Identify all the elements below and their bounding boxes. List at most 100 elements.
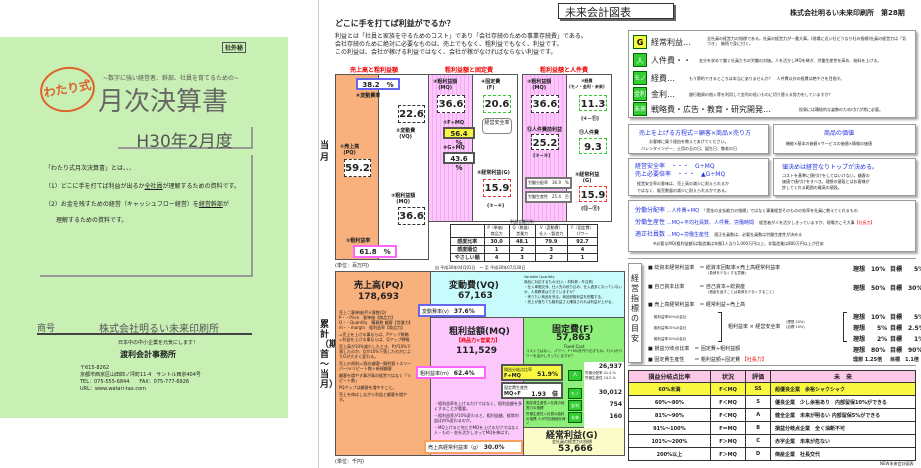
- box-text: 経営安全率の意味は、売上高の減少に耐えられるか: [637, 181, 729, 186]
- labor-value: 9.3: [579, 138, 607, 154]
- bep-value: 51.9%: [537, 371, 558, 378]
- slogan: 日本中の中小企業を元気にします！: [118, 340, 199, 346]
- future-icon: 未来: [633, 102, 647, 116]
- note: ・売りたい商品を売る。商品別粗利益を把握する。: [524, 295, 605, 299]
- safety-ratio-box: 経営安全率 ・・・ G÷MQ 売上必要倍率 ・・・ ▲G÷MQ 経営安全率の意味…: [628, 158, 769, 196]
- g-label: 経常利益(G): [546, 431, 598, 441]
- header: P（単価） 商品力: [483, 224, 510, 238]
- labor-subs: 労働分配率 41.4 %労働生産性 24.2 %: [585, 371, 616, 381]
- ind-tag: 【社長力】: [741, 357, 767, 363]
- cell: 1: [566, 253, 599, 262]
- bep-label: 損益分岐点比率: [504, 367, 532, 372]
- cumulative-chart: 売上高(PQ) 178,693 売上＝客単価(P)×客数(Q)P・・Price …: [335, 271, 625, 456]
- cell: F＜MQ: [709, 382, 747, 396]
- cell: 30.0: [483, 237, 510, 246]
- mq-label: ③粗利益額 (MQ): [391, 193, 416, 205]
- sales-label: ①売上高 (PQ): [340, 144, 360, 156]
- mq-ratio-label: ⑤粗利益率: [346, 238, 371, 244]
- f-value: 57,863: [556, 333, 591, 343]
- box-text: ではなく、販売数量の減少に耐えられるかである。: [637, 188, 729, 193]
- legend-label: 経常利益…: [651, 38, 691, 47]
- cell: C: [745, 434, 771, 448]
- chart2: ③粗利益額 (MQ) 36.6 ④固定費 (F) 20.6 ⑦F÷MQ 56.4…: [428, 74, 518, 222]
- g-ratio-box: 売上高経常利益率（g） 30.0%: [424, 440, 523, 454]
- point-2-u: 経営幹部: [198, 201, 223, 208]
- unit-label: (単位：百万円): [335, 263, 369, 269]
- cell: 2: [534, 253, 568, 262]
- sales-notes: 売上＝客単価(P)×客数(Q)P・・Price 客単価【商品力】Q・・Quant…: [339, 310, 413, 402]
- ind-target: 目標 5%: [890, 266, 921, 273]
- labor-mq-formula: (③−⑩): [533, 153, 551, 159]
- sub-name: 粗利益率25%の会社: [654, 326, 687, 330]
- note: Q・・Quantity 購買数 顧客【営業力】: [339, 320, 413, 325]
- ind-formula: ＝ 粗利益額÷固定費: [694, 357, 741, 363]
- text-line: コストを基準に値付けをしてはいけない。顧客の: [782, 173, 870, 178]
- cell: 60%～80%: [628, 395, 711, 409]
- g-sub: 会社員の経営力の指標: [552, 439, 592, 444]
- box-title: 売上を上げる方程式＝顧客×商品×売り方: [639, 130, 752, 137]
- chart3-heading: 粗利益額と人件費: [540, 67, 589, 74]
- g-value: 15.9: [483, 179, 511, 197]
- ideal: 理想 2%: [853, 336, 888, 343]
- indicator-row: ■ 損益分岐点比率 ＝ 固定費÷粗利益額: [648, 345, 740, 352]
- note: 商品に対応するもの(仕入・材料費・外注費): [524, 280, 594, 284]
- box-text: バレンタインデー、土用の丑の日、誕生日、敬老の日: [641, 146, 737, 151]
- firm-name: 渡利会計事務所: [120, 350, 176, 359]
- g-formula: (⑫−⑪): [581, 206, 600, 212]
- address-line: TEL：075-555-6844 FAX：075-777-6926: [80, 379, 190, 385]
- note: =利益を上げる事ならば、Qアップ戦略: [339, 337, 410, 342]
- f-block: 固定費(F) 57,863 Fixed Cost コストではなく、パワー。F÷M…: [524, 318, 624, 428]
- cell: F＞MQ: [709, 434, 747, 448]
- pricing-box: 値決めは経営なりトップが決める。 コストを基準に値付けをしてはいけない。顧客の価…: [773, 158, 916, 196]
- ind-target: 目標 1.1倍: [890, 357, 919, 363]
- labor-productivity: 労働生産性 25.4 百: [525, 191, 572, 203]
- mq-ratio: 62.4%: [453, 370, 475, 377]
- ideal: 理想 10%: [853, 314, 886, 321]
- goods-cost: 30,012: [598, 389, 622, 396]
- vc-ratio-label: ⑥変動費率: [356, 93, 381, 99]
- legend-label: 金利…: [651, 90, 675, 99]
- ind-name: ■ 自己資本比率: [648, 284, 685, 290]
- safety-line: 経営安全率 ・・・ G÷MQ: [635, 163, 715, 170]
- ind-ideal: 理想 80%: [853, 347, 886, 354]
- cell: 101%～200%: [628, 434, 711, 448]
- labor-formula: …人件費÷MQ: [666, 208, 700, 214]
- cell: F＞MQ: [709, 447, 747, 461]
- vc-label: ②変動費 (VQ): [396, 128, 416, 140]
- sales-block: 売上高(PQ) 178,693 売上＝客単価(P)×客数(Q)P・・Price …: [336, 272, 431, 455]
- f-label: 固定費(F): [552, 325, 594, 335]
- point-2-b: が: [222, 201, 229, 208]
- g-ratio: 30.0%: [483, 444, 505, 451]
- indicator-row: ■ 総資本経常利益率 ＝ 総資本回転率×売上高経常利益率: [648, 264, 780, 271]
- mq-sub: 【商品力×営業力】: [456, 338, 501, 344]
- sub-rows: 粗利益率50%の会社粗利益率25%の会社粗利益率10%の会社: [654, 312, 686, 345]
- intro-line: 会社存続のために絶対に必要なものは、売上でもなく、粗利益でもなく、利益です。: [335, 41, 563, 48]
- unit-label-2: (単位：千円): [335, 459, 364, 465]
- g-value: 15.9: [579, 186, 607, 202]
- note: 売上を伸ばしながら利益と顧客を増やす。: [339, 392, 407, 402]
- chart1-heading: 売上高と粗利益額: [350, 67, 399, 74]
- sub: 労働分配率 41.4 %: [585, 371, 616, 375]
- labor-label: ⑪人件費: [579, 130, 600, 136]
- interest-icon: 金利: [633, 87, 647, 101]
- monthly-label: 当月: [320, 141, 330, 163]
- sub-ideals: 理想 10% 理想 5% 理想 2%: [853, 312, 887, 345]
- ind-target: 目標 30%: [890, 285, 921, 292]
- cell: 4: [566, 245, 599, 254]
- note: ・粗利益率を上げるだけではなく、粗利益額を多くすることが重要。: [434, 401, 522, 411]
- cell: F＝MQ: [709, 421, 747, 435]
- sub-name: 粗利益率10%の会社: [654, 337, 687, 341]
- intro-line: 利益とは「社員と家族を守るためのコスト」であり「会社存続のための事業存続費」であ…: [335, 33, 587, 40]
- ind-formula: ＝ 固定費÷粗利益額: [694, 346, 741, 352]
- expense-formula: (④−⑪): [581, 116, 599, 122]
- ideal: 理想 5%: [853, 325, 888, 332]
- cell: D: [745, 447, 771, 461]
- cell: 3: [534, 245, 568, 254]
- chart1: 38.2 % ⑥変動費率 22.6 ②変動費 (VQ) ①売上高 (PQ) 59…: [335, 74, 429, 260]
